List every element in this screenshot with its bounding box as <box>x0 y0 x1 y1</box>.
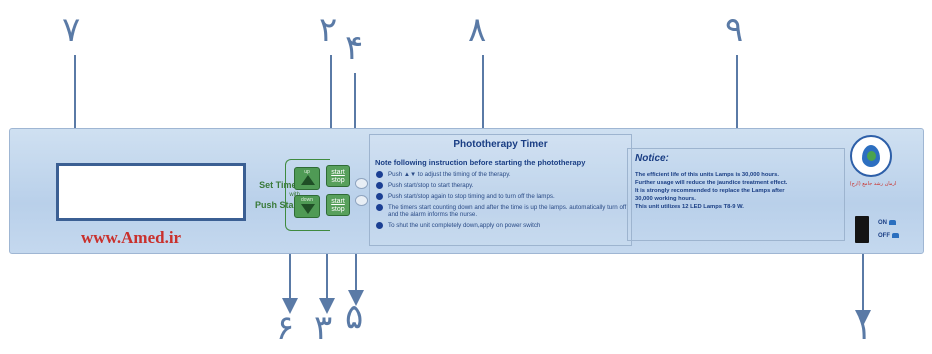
notice-line: 30,000 working hours. <box>635 196 696 202</box>
start-label: start <box>331 198 345 205</box>
bullet-icon <box>376 171 383 178</box>
power-off-label: OFF <box>878 233 899 239</box>
brand-caption: ارمان رشد جامع (ارج) <box>849 181 897 187</box>
notice-line: It is strongly recommended to replace th… <box>635 188 785 194</box>
start-stop-button-2[interactable]: start stop <box>326 194 350 216</box>
callout-number-7: ٧ <box>62 10 81 50</box>
down-arrow-icon <box>301 204 315 214</box>
brand-logo <box>850 135 892 177</box>
notice-box: Notice: The efficient life of this units… <box>627 148 845 241</box>
notice-text: The efficient life of this units Lamps i… <box>635 171 841 211</box>
button-bracket <box>285 159 330 231</box>
on-text: ON <box>878 220 887 227</box>
callout-number-2: ٢ <box>319 10 338 50</box>
notice-line: The efficient life of this units Lamps i… <box>635 172 779 178</box>
up-button[interactable]: up <box>294 167 320 190</box>
instruction-item: To shut the unit completely down,apply o… <box>376 222 628 229</box>
callout-number-3: ٣ <box>314 308 333 348</box>
down-button[interactable]: down <box>294 195 320 218</box>
set-timer-text: Set Timer <box>259 180 300 190</box>
start-label: start <box>331 169 345 176</box>
indicator-led-1 <box>355 178 368 189</box>
off-text: OFF <box>878 233 890 240</box>
callout-number-9: ٩ <box>725 10 744 50</box>
instruction-box: Phototherapy Timer Note following instru… <box>369 134 632 246</box>
notice-line: This unit utilizes 12 LED Lamps T8-9 W. <box>635 204 744 210</box>
instruction-item: The timers start counting down and after… <box>376 204 628 218</box>
power-switch[interactable] <box>855 216 869 243</box>
push-start-text: Push Start <box>254 200 300 210</box>
timer-display <box>56 163 246 221</box>
instruction-item: Push start/stop again to stop timing and… <box>376 193 628 200</box>
up-arrow-icon <box>301 175 315 185</box>
instruction-text: The timers start counting down and after… <box>388 204 627 218</box>
callout-number-8: ٨ <box>468 10 487 50</box>
bullet-icon <box>376 222 383 229</box>
instruction-title: Phototherapy Timer <box>453 139 548 150</box>
stop-label: stop <box>331 206 345 213</box>
bullet-icon <box>376 204 383 211</box>
down-label: down <box>301 197 313 203</box>
bullet-icon <box>376 193 383 200</box>
callout-number-6: ۶ <box>276 308 295 348</box>
leaf-icon <box>867 151 876 161</box>
instruction-list: Push ▲▼ to adjust the timing of the ther… <box>376 171 628 233</box>
power-on-label: ON <box>878 220 896 226</box>
lamp-off-icon <box>892 233 899 238</box>
bullet-icon <box>376 182 383 189</box>
indicator-led-2 <box>355 195 368 206</box>
instruction-intro: Note following instruction before starti… <box>375 158 586 167</box>
up-label: up <box>304 169 310 175</box>
callout-number-4: ۴ <box>345 28 364 68</box>
instruction-text: Push start/stop to start therapy. <box>388 182 474 189</box>
website-text: www.Amed.ir <box>81 228 182 247</box>
lamp-on-icon <box>889 220 896 225</box>
instruction-item: Push start/stop to start therapy. <box>376 182 628 189</box>
control-panel: www.Amed.ir Set Timer with Push Start up… <box>9 128 924 254</box>
notice-line: Further usage will reduce the jaundice t… <box>635 180 788 186</box>
instruction-item: Push ▲▼ to adjust the timing of the ther… <box>376 171 628 178</box>
stop-label: stop <box>331 177 345 184</box>
start-stop-button-1[interactable]: start stop <box>326 165 350 187</box>
instruction-text: To shut the unit completely down,apply o… <box>388 222 541 229</box>
instruction-text: Push ▲▼ to adjust the timing of the ther… <box>388 171 511 178</box>
instruction-text: Push start/stop again to stop timing and… <box>388 193 555 200</box>
notice-title: Notice: <box>635 153 669 164</box>
callout-number-5: ۵ <box>345 297 364 337</box>
